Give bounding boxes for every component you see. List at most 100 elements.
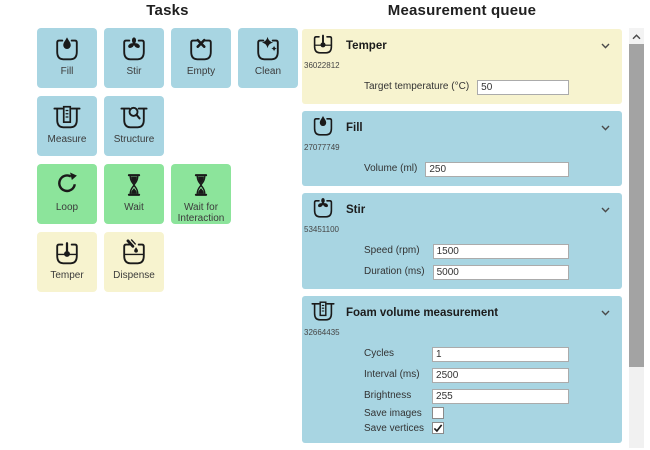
- field-row: Interval (ms): [364, 365, 569, 383]
- field-label: Volume (ml): [364, 162, 418, 174]
- field-label: Duration (ms): [364, 265, 425, 277]
- field-label: Speed (rpm): [364, 244, 420, 256]
- field-control: [432, 365, 569, 383]
- card-id: 53451100: [304, 225, 339, 234]
- task-button-temper[interactable]: Temper: [37, 232, 97, 292]
- card-title: Foam volume measurement: [346, 307, 499, 319]
- structure-icon: [119, 102, 149, 132]
- duration-ms-input[interactable]: [432, 265, 569, 280]
- field-row: Speed (rpm): [364, 241, 569, 259]
- field-control: [432, 344, 569, 362]
- field-control: [432, 241, 569, 259]
- chevron-down-icon[interactable]: [601, 207, 610, 213]
- task-label: Stir: [126, 66, 142, 77]
- cycles-input[interactable]: [432, 347, 569, 362]
- field-control: [432, 407, 569, 419]
- task-button-empty[interactable]: Empty: [171, 28, 231, 88]
- task-label: Temper: [50, 270, 84, 281]
- field-label: Save vertices: [364, 422, 425, 434]
- field-row: Duration (ms): [364, 262, 569, 280]
- field-control: [477, 77, 569, 95]
- task-label: Measure: [47, 134, 87, 145]
- field-row: Save vertices: [364, 422, 569, 434]
- field-row: Brightness: [364, 386, 569, 404]
- field-row: Target temperature (°C): [364, 77, 569, 95]
- field-control: [432, 262, 569, 280]
- card-title: Stir: [346, 204, 366, 216]
- temper-icon: [52, 238, 82, 268]
- fill-icon: [310, 114, 336, 143]
- field-label: Target temperature (°C): [364, 80, 470, 92]
- interval-ms-input[interactable]: [432, 368, 569, 383]
- field-label: Cycles: [364, 347, 395, 359]
- wait-icon: [119, 170, 149, 200]
- speed-rpm-input[interactable]: [432, 244, 569, 259]
- card-header[interactable]: Fill: [310, 115, 614, 141]
- field-label: Save images: [364, 407, 422, 419]
- volume-ml-input[interactable]: [425, 162, 569, 177]
- task-label: Dispense: [113, 270, 155, 281]
- scroll-up-button[interactable]: [629, 28, 644, 44]
- task-label: Wait: [124, 202, 144, 213]
- card-fields: Volume (ml): [364, 156, 569, 180]
- chevron-down-icon[interactable]: [601, 43, 610, 49]
- field-label: Brightness: [364, 389, 412, 401]
- task-button-loop[interactable]: Loop: [37, 164, 97, 224]
- task-button-wait[interactable]: Wait: [104, 164, 164, 224]
- task-label: Clean: [254, 66, 282, 77]
- card-header[interactable]: Temper: [310, 33, 614, 59]
- empty-icon: [186, 34, 216, 64]
- vertical-scrollbar[interactable]: [629, 28, 644, 448]
- task-button-dispense[interactable]: Dispense: [104, 232, 164, 292]
- task-button-clean[interactable]: Clean: [238, 28, 298, 88]
- card-fields: CyclesInterval (ms) BrightnessSave images…: [364, 341, 569, 437]
- task-label: Loop: [55, 202, 79, 213]
- measure-icon: [52, 102, 82, 132]
- loop-icon: [52, 170, 82, 200]
- task-label: Structure: [113, 134, 155, 145]
- field-control: [425, 159, 569, 177]
- field-control: [432, 422, 569, 434]
- card-header[interactable]: Stir: [310, 197, 614, 223]
- measurement-queue-title: Measurement queue: [387, 2, 537, 19]
- field-row: Volume (ml): [364, 159, 569, 177]
- scrollbar-thumb[interactable]: [629, 44, 644, 367]
- task-button-wait-for-interaction[interactable]: Wait for Interaction: [171, 164, 231, 224]
- queue-card-foam-volume-measurement: Foam volume measurement32664435CyclesInt…: [302, 296, 622, 443]
- stir-icon: [310, 196, 336, 225]
- card-id: 36022812: [304, 61, 340, 70]
- task-label: Empty: [186, 66, 216, 77]
- measure-icon: [310, 299, 336, 328]
- brightness-input[interactable]: [432, 389, 569, 404]
- chevron-down-icon[interactable]: [601, 310, 610, 316]
- chevron-up-icon: [632, 27, 641, 45]
- chevron-down-icon[interactable]: [601, 125, 610, 131]
- task-button-stir[interactable]: Stir: [104, 28, 164, 88]
- field-row: Save images: [364, 407, 569, 419]
- field-row: Cycles: [364, 344, 569, 362]
- card-title: Temper: [346, 40, 387, 52]
- save-images-checkbox[interactable]: [432, 407, 445, 419]
- temper-icon: [310, 32, 336, 61]
- fill-icon: [52, 34, 82, 64]
- card-fields: Target temperature (°C): [364, 74, 569, 98]
- task-button-measure[interactable]: Measure: [37, 96, 97, 156]
- save-vertices-checkbox[interactable]: [432, 422, 445, 434]
- wait-icon: [186, 170, 216, 200]
- card-header[interactable]: Foam volume measurement: [310, 300, 614, 326]
- card-title: Fill: [346, 122, 363, 134]
- field-label: Interval (ms): [364, 368, 420, 380]
- clean-icon: [253, 34, 283, 64]
- task-label: Fill: [60, 66, 74, 77]
- tasks-panel-title: Tasks: [146, 2, 189, 19]
- task-button-fill[interactable]: Fill: [37, 28, 97, 88]
- dispense-icon: [119, 238, 149, 268]
- task-button-structure[interactable]: Structure: [104, 96, 164, 156]
- task-label: Wait for Interaction: [177, 202, 225, 224]
- target-temperature-c-input[interactable]: [477, 80, 569, 95]
